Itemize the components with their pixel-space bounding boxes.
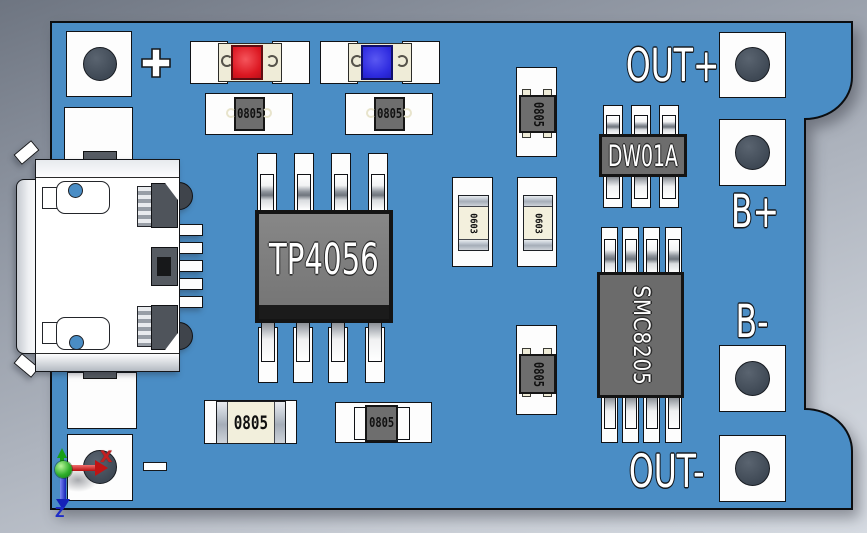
usb-pin — [179, 224, 203, 236]
ic-pin — [625, 396, 637, 429]
ic-smc8205[interactable]: SMC8205 — [595, 225, 687, 445]
label-out-minus: OUT- — [628, 445, 705, 498]
ic-pin — [625, 239, 637, 274]
usb-slot-hole-top — [68, 183, 83, 198]
smd-resistor-0805[interactable]: 0805 — [204, 400, 297, 444]
micro-usb-connector[interactable] — [13, 140, 214, 390]
ic-body: DW01A — [599, 134, 687, 177]
ic-pin — [604, 239, 616, 274]
ic-dw01a[interactable]: DW01A — [595, 100, 695, 215]
drill-hole-bottom-left — [83, 450, 117, 484]
ic-pin — [668, 396, 680, 429]
ic-pin — [260, 174, 274, 211]
led-die-blue — [361, 45, 393, 80]
usb-pin — [179, 260, 203, 272]
ic-pin — [368, 321, 382, 362]
ic-body: SMC8205 — [597, 272, 684, 398]
ic-pin — [261, 321, 275, 362]
drill-hole-b-minus — [735, 361, 770, 396]
drill-hole-out-minus — [735, 451, 770, 486]
ic-body: TP4056 — [255, 210, 393, 323]
usb-slot-hole-bottom — [69, 335, 84, 350]
usb-shell-pad-bottom — [67, 372, 137, 429]
drill-hole-b-plus — [735, 135, 770, 170]
usb-pin — [179, 278, 203, 290]
ic-pin — [606, 176, 620, 199]
plus-silkscreen-mark — [141, 48, 171, 78]
ic-tp4056[interactable]: TP4056 — [250, 150, 400, 390]
ic-pin — [662, 176, 676, 199]
ic-pin — [296, 321, 310, 362]
drill-hole-top-left — [83, 47, 117, 81]
ic-pin — [668, 239, 680, 274]
label-b-plus: B+ — [731, 185, 780, 238]
ic-pin — [634, 176, 648, 199]
smd-bead-0805[interactable]: 0805 — [205, 93, 293, 135]
ic-pin — [646, 396, 658, 429]
ic-marking: TP4056 — [269, 234, 379, 285]
usb-pin — [179, 296, 203, 308]
ic-pin — [606, 115, 620, 136]
drill-hole-out-plus — [735, 47, 770, 82]
terminal-pad-b-plus[interactable] — [719, 119, 786, 186]
ic-marking: SMC8205 — [628, 284, 654, 386]
smd-resistor-0603[interactable]: 0603 — [452, 177, 493, 267]
smd-bead-0805-vertical[interactable]: 0805 — [516, 67, 557, 157]
ic-pin — [634, 115, 648, 136]
charge-led-red[interactable] — [190, 41, 310, 84]
ic-pin — [646, 239, 658, 274]
smd-bead-0805[interactable]: 0805 — [345, 93, 433, 135]
usb-pin — [179, 242, 203, 254]
usb-mouth-bevel — [16, 179, 37, 354]
minus-silkscreen-mark — [143, 462, 167, 471]
usb-contact-block-bottom — [151, 305, 178, 350]
usb-contact-ridges-top — [137, 186, 153, 227]
ic-pin — [331, 321, 345, 362]
smd-bead-0805-vertical[interactable]: 0805 — [516, 325, 557, 415]
usb-contact-ridges-bottom — [137, 306, 153, 347]
ic-pin — [371, 174, 385, 211]
ic-pin — [334, 174, 348, 211]
full-led-blue[interactable] — [320, 41, 440, 84]
smd-bead-0805[interactable]: 0805 — [335, 402, 432, 443]
label-b-minus: B- — [735, 295, 769, 348]
ic-marking: DW01A — [607, 138, 679, 173]
ic-pin — [604, 396, 616, 429]
label-out-plus: OUT+ — [625, 39, 720, 92]
smd-resistor-0603[interactable]: 0603 — [517, 177, 557, 267]
ic-pin — [297, 174, 311, 211]
ic-pin — [662, 115, 676, 136]
led-die-red — [231, 45, 263, 80]
usb-slot-top — [56, 181, 110, 214]
